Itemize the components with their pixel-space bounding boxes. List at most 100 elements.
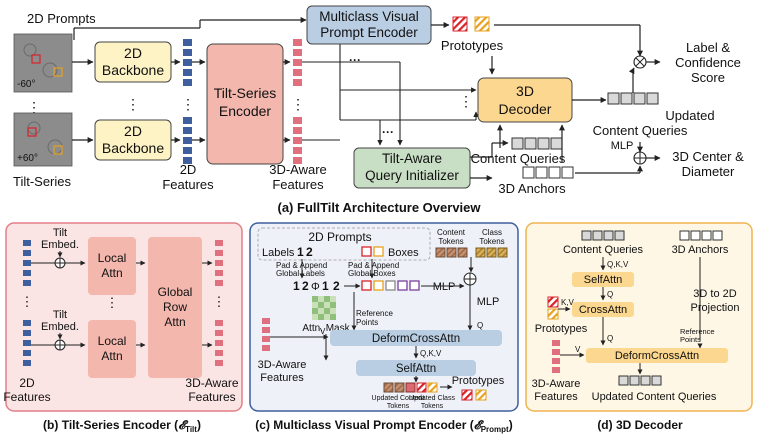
svg-text:Points: Points bbox=[680, 335, 701, 344]
svg-text:Features: Features bbox=[188, 390, 235, 404]
svg-text:Tilt-Series: Tilt-Series bbox=[214, 85, 277, 101]
tilt-series-label: Tilt-Series bbox=[13, 174, 72, 189]
svg-text:Backbone: Backbone bbox=[102, 140, 164, 156]
svg-text:V: V bbox=[575, 345, 581, 354]
svg-text:Confidence: Confidence bbox=[675, 55, 741, 70]
svg-text:Tilt-Aware: Tilt-Aware bbox=[382, 151, 442, 166]
svg-text:MLP: MLP bbox=[477, 296, 500, 308]
svg-text:Reference: Reference bbox=[356, 309, 393, 318]
panel-d-features-3d bbox=[552, 340, 560, 373]
svg-text:3D-Aware: 3D-Aware bbox=[185, 376, 238, 390]
svg-text:Label &: Label & bbox=[686, 40, 730, 55]
svg-text:1: 1 bbox=[322, 279, 329, 293]
tilt-aware-query-initializer: Tilt-Aware Query Initializer bbox=[353, 147, 471, 189]
prototypes-label: Prototypes bbox=[441, 38, 504, 53]
svg-text:2D Prompts: 2D Prompts bbox=[308, 230, 371, 244]
backbone-top: 2D Backbone bbox=[94, 41, 172, 83]
svg-text:⋮: ⋮ bbox=[126, 96, 140, 112]
svg-text:Updated Class: Updated Class bbox=[409, 395, 455, 402]
svg-text:2D: 2D bbox=[180, 162, 197, 177]
svg-text:1: 1 bbox=[297, 245, 304, 259]
svg-text:2: 2 bbox=[302, 279, 309, 293]
features-3d-top bbox=[293, 39, 302, 86]
svg-text:DeformCrossAttn: DeformCrossAttn bbox=[615, 350, 699, 362]
svg-text:Query Initializer: Query Initializer bbox=[365, 168, 459, 183]
svg-text:SelfAttn: SelfAttn bbox=[584, 274, 623, 286]
svg-text:Projection: Projection bbox=[691, 302, 740, 314]
prototypes-top bbox=[452, 16, 490, 32]
svg-text:Points: Points bbox=[356, 318, 378, 327]
svg-text:2D: 2D bbox=[19, 376, 35, 390]
svg-text:Encoder: Encoder bbox=[219, 103, 271, 119]
svg-text:⋮: ⋮ bbox=[21, 294, 34, 309]
self-attn-c: SelfAttn bbox=[356, 360, 476, 376]
svg-text:Features: Features bbox=[3, 390, 50, 404]
svg-text:3D to 2D: 3D to 2D bbox=[693, 288, 736, 300]
angle-top-label: -60° bbox=[17, 79, 35, 90]
content-class-tokens bbox=[435, 247, 508, 258]
decoder-3d: 3D Decoder bbox=[477, 77, 573, 123]
tilt-image-bottom: +60° bbox=[13, 112, 73, 167]
svg-text:Tilt: Tilt bbox=[53, 309, 67, 321]
svg-text:Reference: Reference bbox=[680, 327, 715, 336]
caption-d: (d) 3D Decoder bbox=[597, 418, 683, 432]
svg-text:Features: Features bbox=[272, 177, 324, 192]
svg-text:Decoder: Decoder bbox=[499, 101, 552, 117]
svg-text:3D Center &: 3D Center & bbox=[672, 149, 744, 164]
svg-text:2D: 2D bbox=[124, 123, 142, 139]
svg-text:Features: Features bbox=[534, 391, 578, 403]
dots-mvpe: ··· bbox=[349, 53, 361, 67]
svg-text:K,V: K,V bbox=[561, 298, 575, 307]
svg-text:Attn: Attn bbox=[101, 266, 122, 280]
svg-text:3D-Aware: 3D-Aware bbox=[532, 378, 581, 390]
svg-text:Features: Features bbox=[162, 177, 214, 192]
svg-text:1: 1 bbox=[293, 279, 300, 293]
panel-d-content-queries bbox=[581, 230, 625, 241]
svg-text:CrossAttn: CrossAttn bbox=[579, 304, 627, 316]
panel-d bbox=[525, 222, 753, 412]
svg-text:Global: Global bbox=[158, 285, 193, 299]
svg-text:Attn. Mask: Attn. Mask bbox=[302, 323, 350, 334]
panel-d-anchors bbox=[679, 230, 723, 241]
mlp-top: MLP bbox=[611, 140, 634, 152]
svg-text:Prototypes: Prototypes bbox=[535, 323, 588, 335]
caption-a: (a) FullTilt Architecture Overview bbox=[278, 200, 482, 215]
svg-text:Embed.: Embed. bbox=[41, 321, 79, 333]
panel-b-features-3d-top bbox=[215, 240, 223, 286]
attention-mask-grid bbox=[312, 296, 336, 320]
svg-text:Global Labels: Global Labels bbox=[276, 269, 325, 278]
svg-text:Attn: Attn bbox=[164, 315, 185, 329]
svg-text:Diameter: Diameter bbox=[682, 164, 735, 179]
svg-text:2: 2 bbox=[306, 245, 313, 259]
svg-text:SelfAttn: SelfAttn bbox=[396, 363, 436, 375]
cross-attn-d: CrossAttn bbox=[572, 302, 634, 317]
svg-text:Pad & Append: Pad & Append bbox=[348, 261, 399, 270]
svg-text:3D Anchors: 3D Anchors bbox=[672, 244, 729, 256]
svg-text:3D-Aware: 3D-Aware bbox=[258, 359, 307, 371]
features-3d-bottom bbox=[293, 117, 302, 164]
svg-text:Q: Q bbox=[607, 290, 613, 299]
svg-text:Backbone: Backbone bbox=[102, 62, 164, 78]
multiclass-visual-prompt-encoder: Multiclass Visual Prompt Encoder bbox=[306, 5, 432, 45]
svg-text:Q: Q bbox=[607, 334, 613, 343]
svg-text:Content Queries: Content Queries bbox=[563, 244, 644, 256]
svg-text:Content Queries: Content Queries bbox=[593, 123, 688, 138]
svg-text:Prototypes: Prototypes bbox=[452, 375, 505, 387]
backbone-bottom: 2D Backbone bbox=[94, 119, 172, 161]
dots-taqi: ··· bbox=[382, 125, 394, 139]
svg-text:Multiclass Visual: Multiclass Visual bbox=[319, 9, 419, 24]
svg-text:Local: Local bbox=[98, 334, 127, 348]
svg-text:Attn: Attn bbox=[101, 349, 122, 363]
svg-text:Score: Score bbox=[691, 70, 725, 85]
svg-text:Φ: Φ bbox=[311, 281, 320, 293]
svg-text:Tokens: Tokens bbox=[387, 403, 410, 410]
panel-b-features-3d-bottom bbox=[215, 320, 223, 366]
svg-text:Tokens: Tokens bbox=[421, 403, 444, 410]
svg-text:V: V bbox=[320, 327, 326, 336]
svg-text:3D-Aware: 3D-Aware bbox=[269, 162, 327, 177]
caption-c: (c) Multiclass Visual Prompt Encoder (𝓔P… bbox=[255, 418, 512, 434]
svg-text:MLP: MLP bbox=[433, 281, 456, 293]
svg-text:⋮: ⋮ bbox=[291, 96, 305, 112]
svg-text:Q,K,V: Q,K,V bbox=[420, 349, 442, 358]
local-attn-top: Local Attn bbox=[88, 237, 136, 295]
